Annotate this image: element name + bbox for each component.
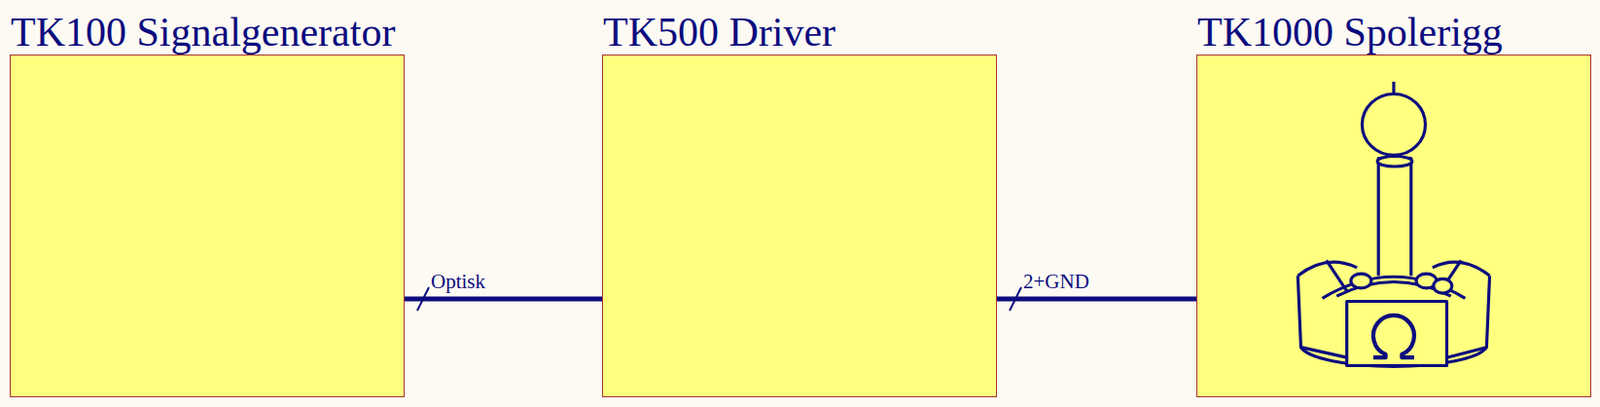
bus-slash bbox=[417, 286, 429, 311]
device-box: TK100 Signalgenerator bbox=[9, 54, 405, 397]
bus-line bbox=[404, 295, 603, 301]
device-title: TK1000 Spolerigg bbox=[1197, 9, 1503, 55]
bus-label: Optisk bbox=[430, 270, 486, 293]
bus-label: 2+GND bbox=[1023, 270, 1090, 293]
device-title: TK100 Signalgenerator bbox=[10, 9, 395, 55]
bus-line bbox=[996, 295, 1197, 301]
device-box: TK1000 Spolerigg bbox=[1196, 54, 1592, 397]
device-title: TK500 Driver bbox=[603, 9, 836, 55]
device-box: TK500 Driver bbox=[602, 54, 997, 397]
bus-slash bbox=[1009, 286, 1022, 311]
